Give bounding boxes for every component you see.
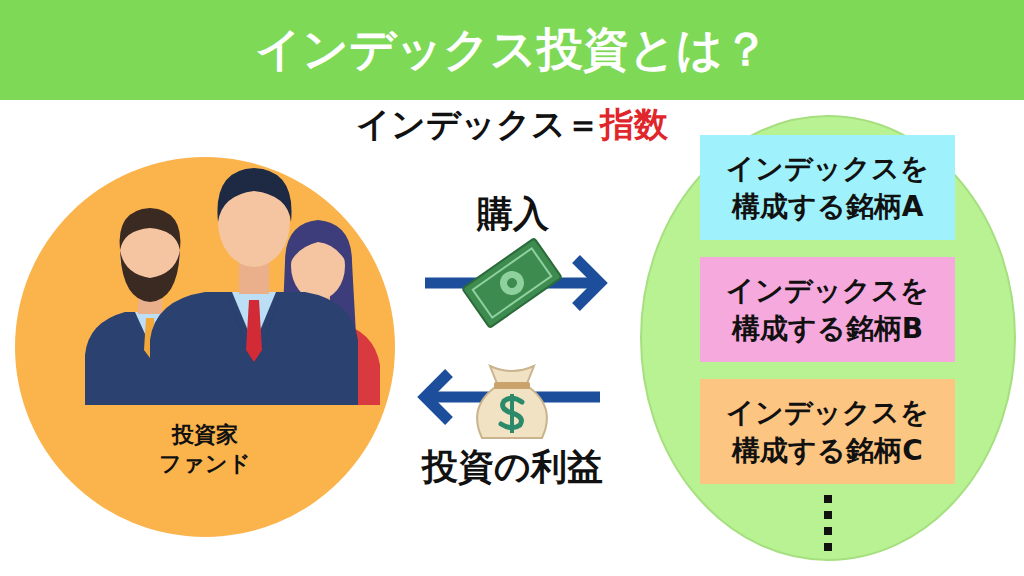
index-region: インデックスを 構成する銘柄A インデックスを 構成する銘柄B インデックスを 構成… — [640, 115, 1016, 561]
people-illustration — [85, 168, 380, 405]
continuation-dots — [824, 495, 832, 551]
node-text: 投資家 ファンド — [159, 420, 251, 479]
definition-label: 指数 — [600, 102, 668, 148]
banknote-icon — [462, 238, 562, 328]
flow-arrow — [425, 373, 600, 421]
arrow-head — [576, 259, 600, 307]
arrow-head — [425, 373, 449, 421]
node-text: インデックスを 構成する銘柄C — [726, 394, 929, 470]
stock-box: インデックスを 構成する銘柄A — [700, 135, 955, 240]
arrow-shaft — [431, 392, 600, 403]
title: インデックス投資とは？ — [0, 0, 1024, 100]
stock-box: インデックスを 構成する銘柄C — [700, 379, 955, 484]
actor-circle: 投資家 ファンド — [15, 157, 395, 537]
flow-arrow — [425, 259, 600, 307]
stock-box: インデックスを 構成する銘柄B — [700, 257, 955, 362]
arrow-shaft — [425, 278, 594, 289]
circle-outline — [15, 157, 395, 537]
node-text: インデックスを 構成する銘柄A — [726, 150, 929, 226]
arrow-label: 購入 — [477, 192, 549, 235]
node-text: インデックスを 構成する銘柄B — [726, 272, 929, 348]
arrow-label: 投資の利益 — [422, 445, 603, 488]
label-row: インデックス＝指数 — [0, 102, 1024, 148]
definition-label: インデックス＝ — [356, 102, 600, 148]
money-bag-icon — [477, 366, 547, 438]
